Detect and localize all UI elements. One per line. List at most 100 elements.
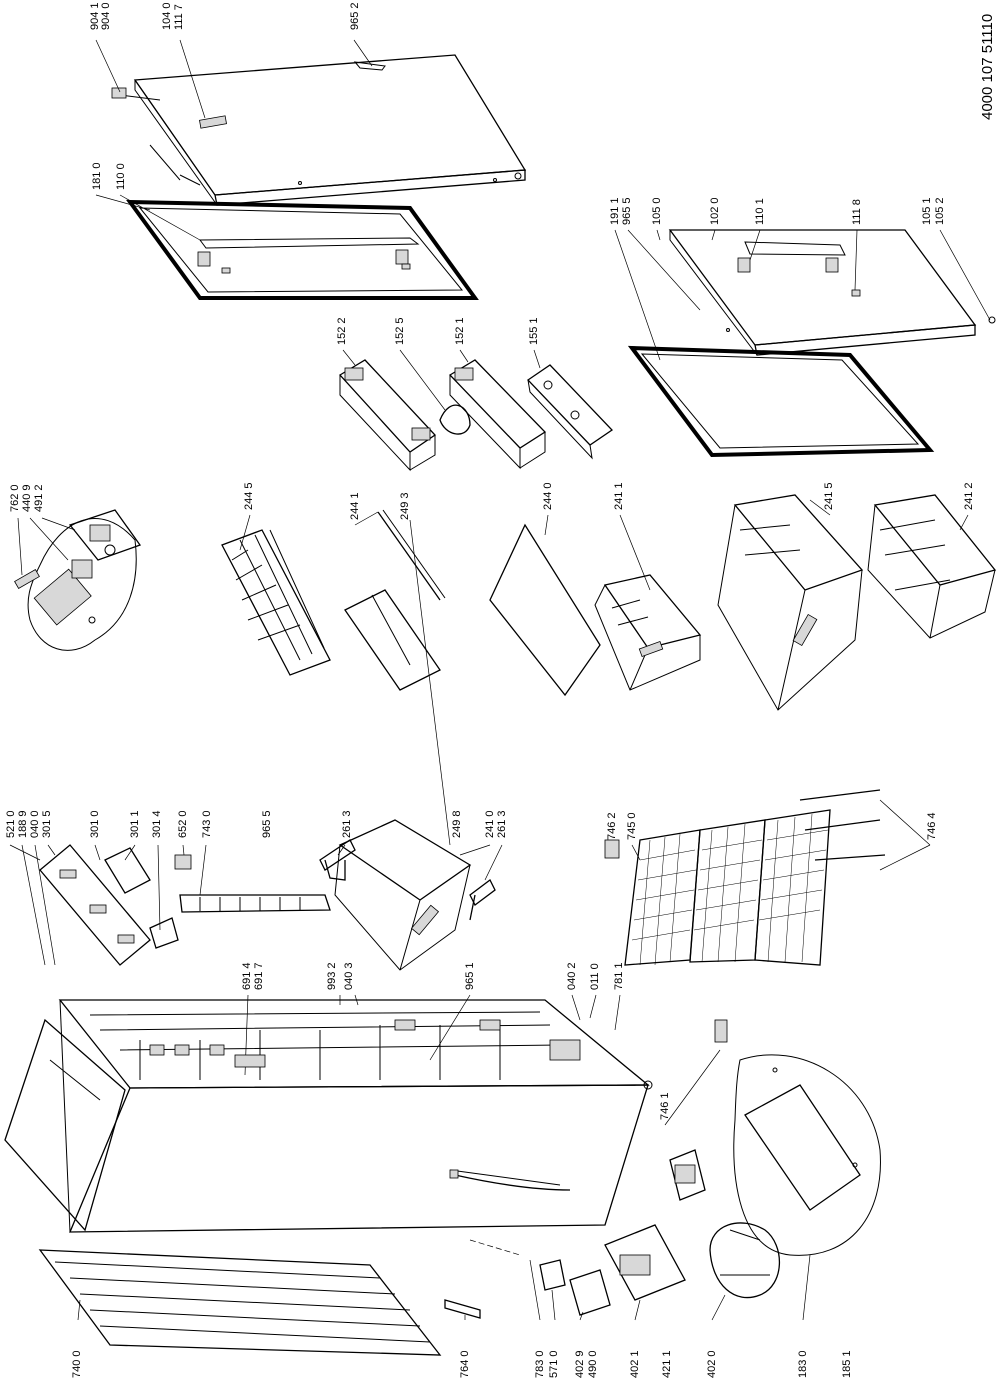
part-label: 781 1 [613, 962, 625, 990]
starter-relay-drawing [569, 1269, 611, 1316]
part-label: 185 1 [841, 1350, 853, 1378]
cabinet-back-panel-drawing [4, 1018, 126, 1232]
part-label: 105 2 [934, 197, 946, 225]
part-label: 111 7 [173, 4, 185, 30]
freezer-drawer-drawing [867, 494, 997, 639]
part-label: 301 0 [89, 810, 101, 838]
wire-basket-3-drawing [754, 809, 831, 966]
compressor-ellipse-drawing [733, 1054, 881, 1256]
part-label: 105 0 [651, 197, 663, 225]
door-shelf-lower-drawing [448, 359, 547, 470]
duct-piece-drawing [149, 917, 179, 949]
part-label: 402 9 [574, 1350, 586, 1378]
fridge-door-gasket-drawing [627, 345, 935, 458]
part-label: 040 3 [343, 962, 355, 990]
part-label: 102 0 [709, 197, 721, 225]
compressor-base-drawing [604, 1224, 686, 1301]
crisper-cover-glass-drawing [489, 523, 601, 697]
part-label: 241 1 [613, 482, 625, 510]
drawer-rail-lower-drawing [469, 879, 496, 921]
part-label: 652 0 [177, 810, 189, 838]
small-drawer-drawing [594, 574, 702, 691]
part-label: 191 1 [609, 197, 621, 225]
part-label: 110 1 [754, 198, 766, 225]
part-label: 301 4 [151, 810, 163, 838]
part-label: 965 2 [349, 2, 361, 30]
crisper-drawer-drawing [334, 819, 472, 971]
part-label: 152 2 [336, 317, 348, 345]
part-label: 241 0 [484, 810, 496, 838]
part-label: 746 4 [926, 812, 938, 840]
part-label: 691 7 [253, 962, 265, 990]
drain-hose-drawing [469, 1239, 521, 1256]
part-label: 152 5 [394, 317, 406, 345]
part-label: 402 1 [629, 1350, 641, 1378]
control-panel-module-drawing [68, 509, 142, 561]
part-label: 241 5 [823, 482, 835, 510]
part-label: 261 3 [341, 810, 353, 838]
rail-clip-drawing [604, 839, 620, 859]
part-label: 301 1 [129, 810, 141, 838]
part-label: 111 8 [851, 199, 863, 225]
part-label: 521 0 [5, 810, 17, 838]
condenser-drawing [38, 1249, 442, 1356]
part-label: 241 2 [963, 482, 975, 510]
compressor-drawing [709, 1222, 781, 1299]
part-label: 491 2 [33, 484, 45, 512]
part-label: 301 5 [41, 810, 53, 838]
part-label: 993 2 [326, 962, 338, 990]
hinge-bottom-drawing [714, 1019, 728, 1043]
part-label: 764 0 [459, 1350, 471, 1378]
part-label: 244 0 [542, 482, 554, 510]
part-label: 965 5 [621, 197, 633, 225]
door-shelf-upper-drawing [338, 359, 436, 472]
part-label: 904 0 [100, 2, 112, 30]
part-label: 249 8 [451, 810, 463, 838]
part-label: 740 0 [71, 1350, 83, 1378]
part-label: 571 0 [548, 1350, 560, 1378]
part-label: 040 0 [29, 810, 41, 838]
part-label: 249 3 [399, 492, 411, 520]
door-shelf-clip-drawing [439, 404, 471, 435]
part-label: 965 5 [261, 810, 273, 838]
control-unit-ellipse-drawing [27, 517, 137, 651]
part-label: 152 1 [454, 317, 466, 345]
freezer-door-gasket-drawing [126, 199, 479, 300]
fan-cover-drawing [104, 847, 151, 894]
glass-shelf-drawing [344, 589, 441, 691]
fridge-door-outer-drawing [668, 229, 996, 356]
connector-block-drawing [14, 568, 40, 590]
part-label: 421 1 [661, 1350, 673, 1378]
relay-drawing [539, 1259, 566, 1291]
small-fixing-clip-drawing [353, 61, 386, 71]
wire-shelf-drawing [221, 529, 331, 676]
egg-tray-drawing [527, 364, 613, 460]
part-label: 490 0 [587, 1350, 599, 1378]
cabinet-body-drawing [58, 999, 653, 1233]
part-label: 110 0 [115, 163, 127, 190]
large-drawer-drawing [717, 494, 864, 711]
glass-shelf-trim-drawing [377, 509, 446, 601]
control-module-drawing [669, 1149, 706, 1201]
basket-rail-drawing [799, 789, 886, 861]
control-panel-cover-drawing [39, 844, 151, 966]
part-label: 904 1 [89, 2, 101, 30]
part-label: 402 0 [706, 1350, 718, 1378]
part-label: 244 1 [349, 492, 361, 520]
part-label: 965 1 [464, 962, 476, 990]
part-label: 746 2 [606, 812, 618, 840]
air-channel-drawing [179, 894, 331, 913]
part-label: 261 3 [496, 810, 508, 838]
part-label: 040 2 [566, 962, 578, 990]
part-label: 746 1 [659, 1092, 671, 1120]
part-label: 105 1 [921, 197, 933, 225]
part-label: 691 4 [241, 962, 253, 990]
part-label: 011 0 [589, 963, 601, 990]
part-label: 244 5 [243, 482, 255, 510]
part-label: 181 0 [91, 162, 103, 190]
wire-basket-2-drawing [689, 819, 766, 963]
part-label: 762 0 [9, 484, 21, 512]
wire-basket-1-drawing [624, 829, 701, 966]
part-label: 743 0 [201, 810, 213, 838]
